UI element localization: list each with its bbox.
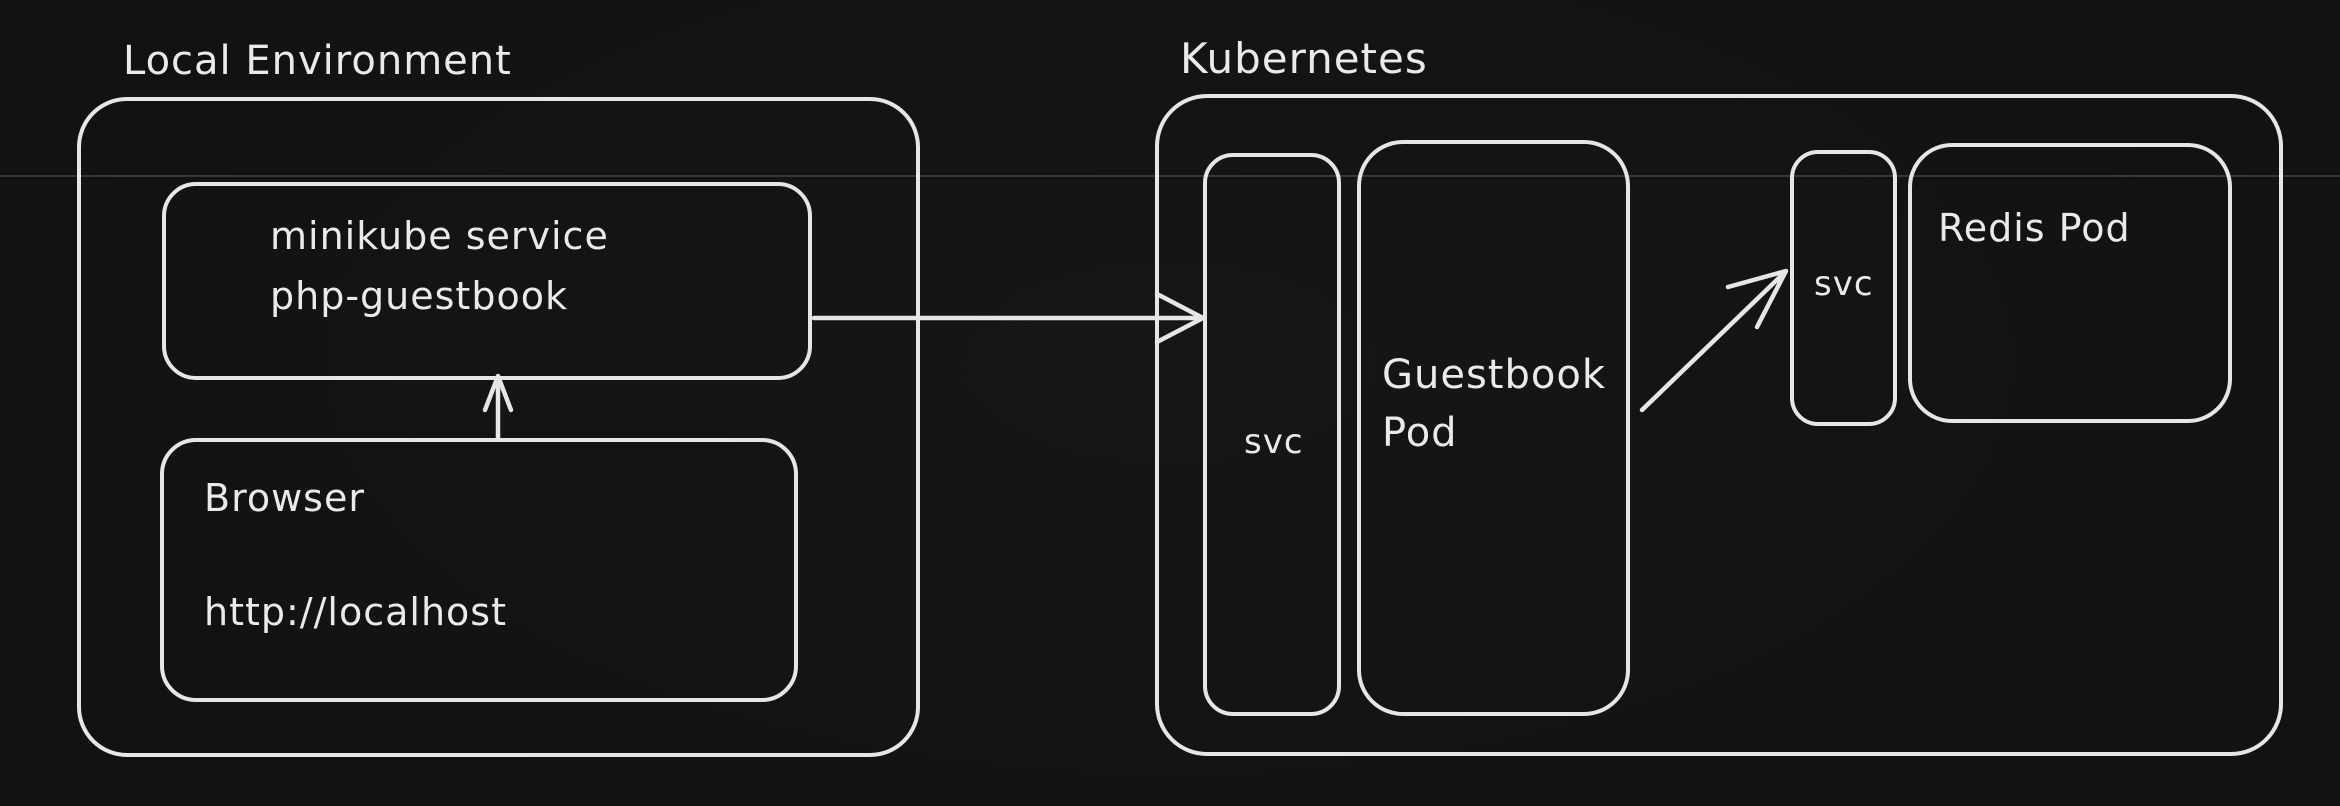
- node-browser: [160, 438, 798, 702]
- group-box-kubernetes: [1155, 94, 2283, 756]
- node-svc-frontend: [1203, 153, 1341, 716]
- svc-frontend-label: svc: [1244, 422, 1304, 462]
- node-redis-pod: [1908, 143, 2232, 423]
- svc-redis-label: svc: [1814, 264, 1874, 304]
- browser-title: Browser: [204, 476, 365, 520]
- guestbook-pod-label: Guestbook Pod: [1382, 346, 1606, 462]
- minikube-service-line1: minikube service: [270, 214, 609, 258]
- label-local-environment: Local Environment: [123, 38, 512, 84]
- redis-pod-label: Redis Pod: [1938, 206, 2131, 250]
- node-svc-redis: [1790, 150, 1897, 426]
- group-box-local-environment: [77, 97, 920, 757]
- minikube-service-line2: php-guestbook: [270, 274, 568, 318]
- guestbook-pod-line2: Pod: [1382, 410, 1458, 456]
- node-guestbook-pod: [1357, 140, 1630, 716]
- label-kubernetes: Kubernetes: [1180, 34, 1428, 83]
- browser-url: http://localhost: [204, 590, 507, 634]
- minikube-service-label: minikube service php-guestbook: [270, 206, 609, 326]
- guestbook-pod-line1: Guestbook: [1382, 352, 1606, 398]
